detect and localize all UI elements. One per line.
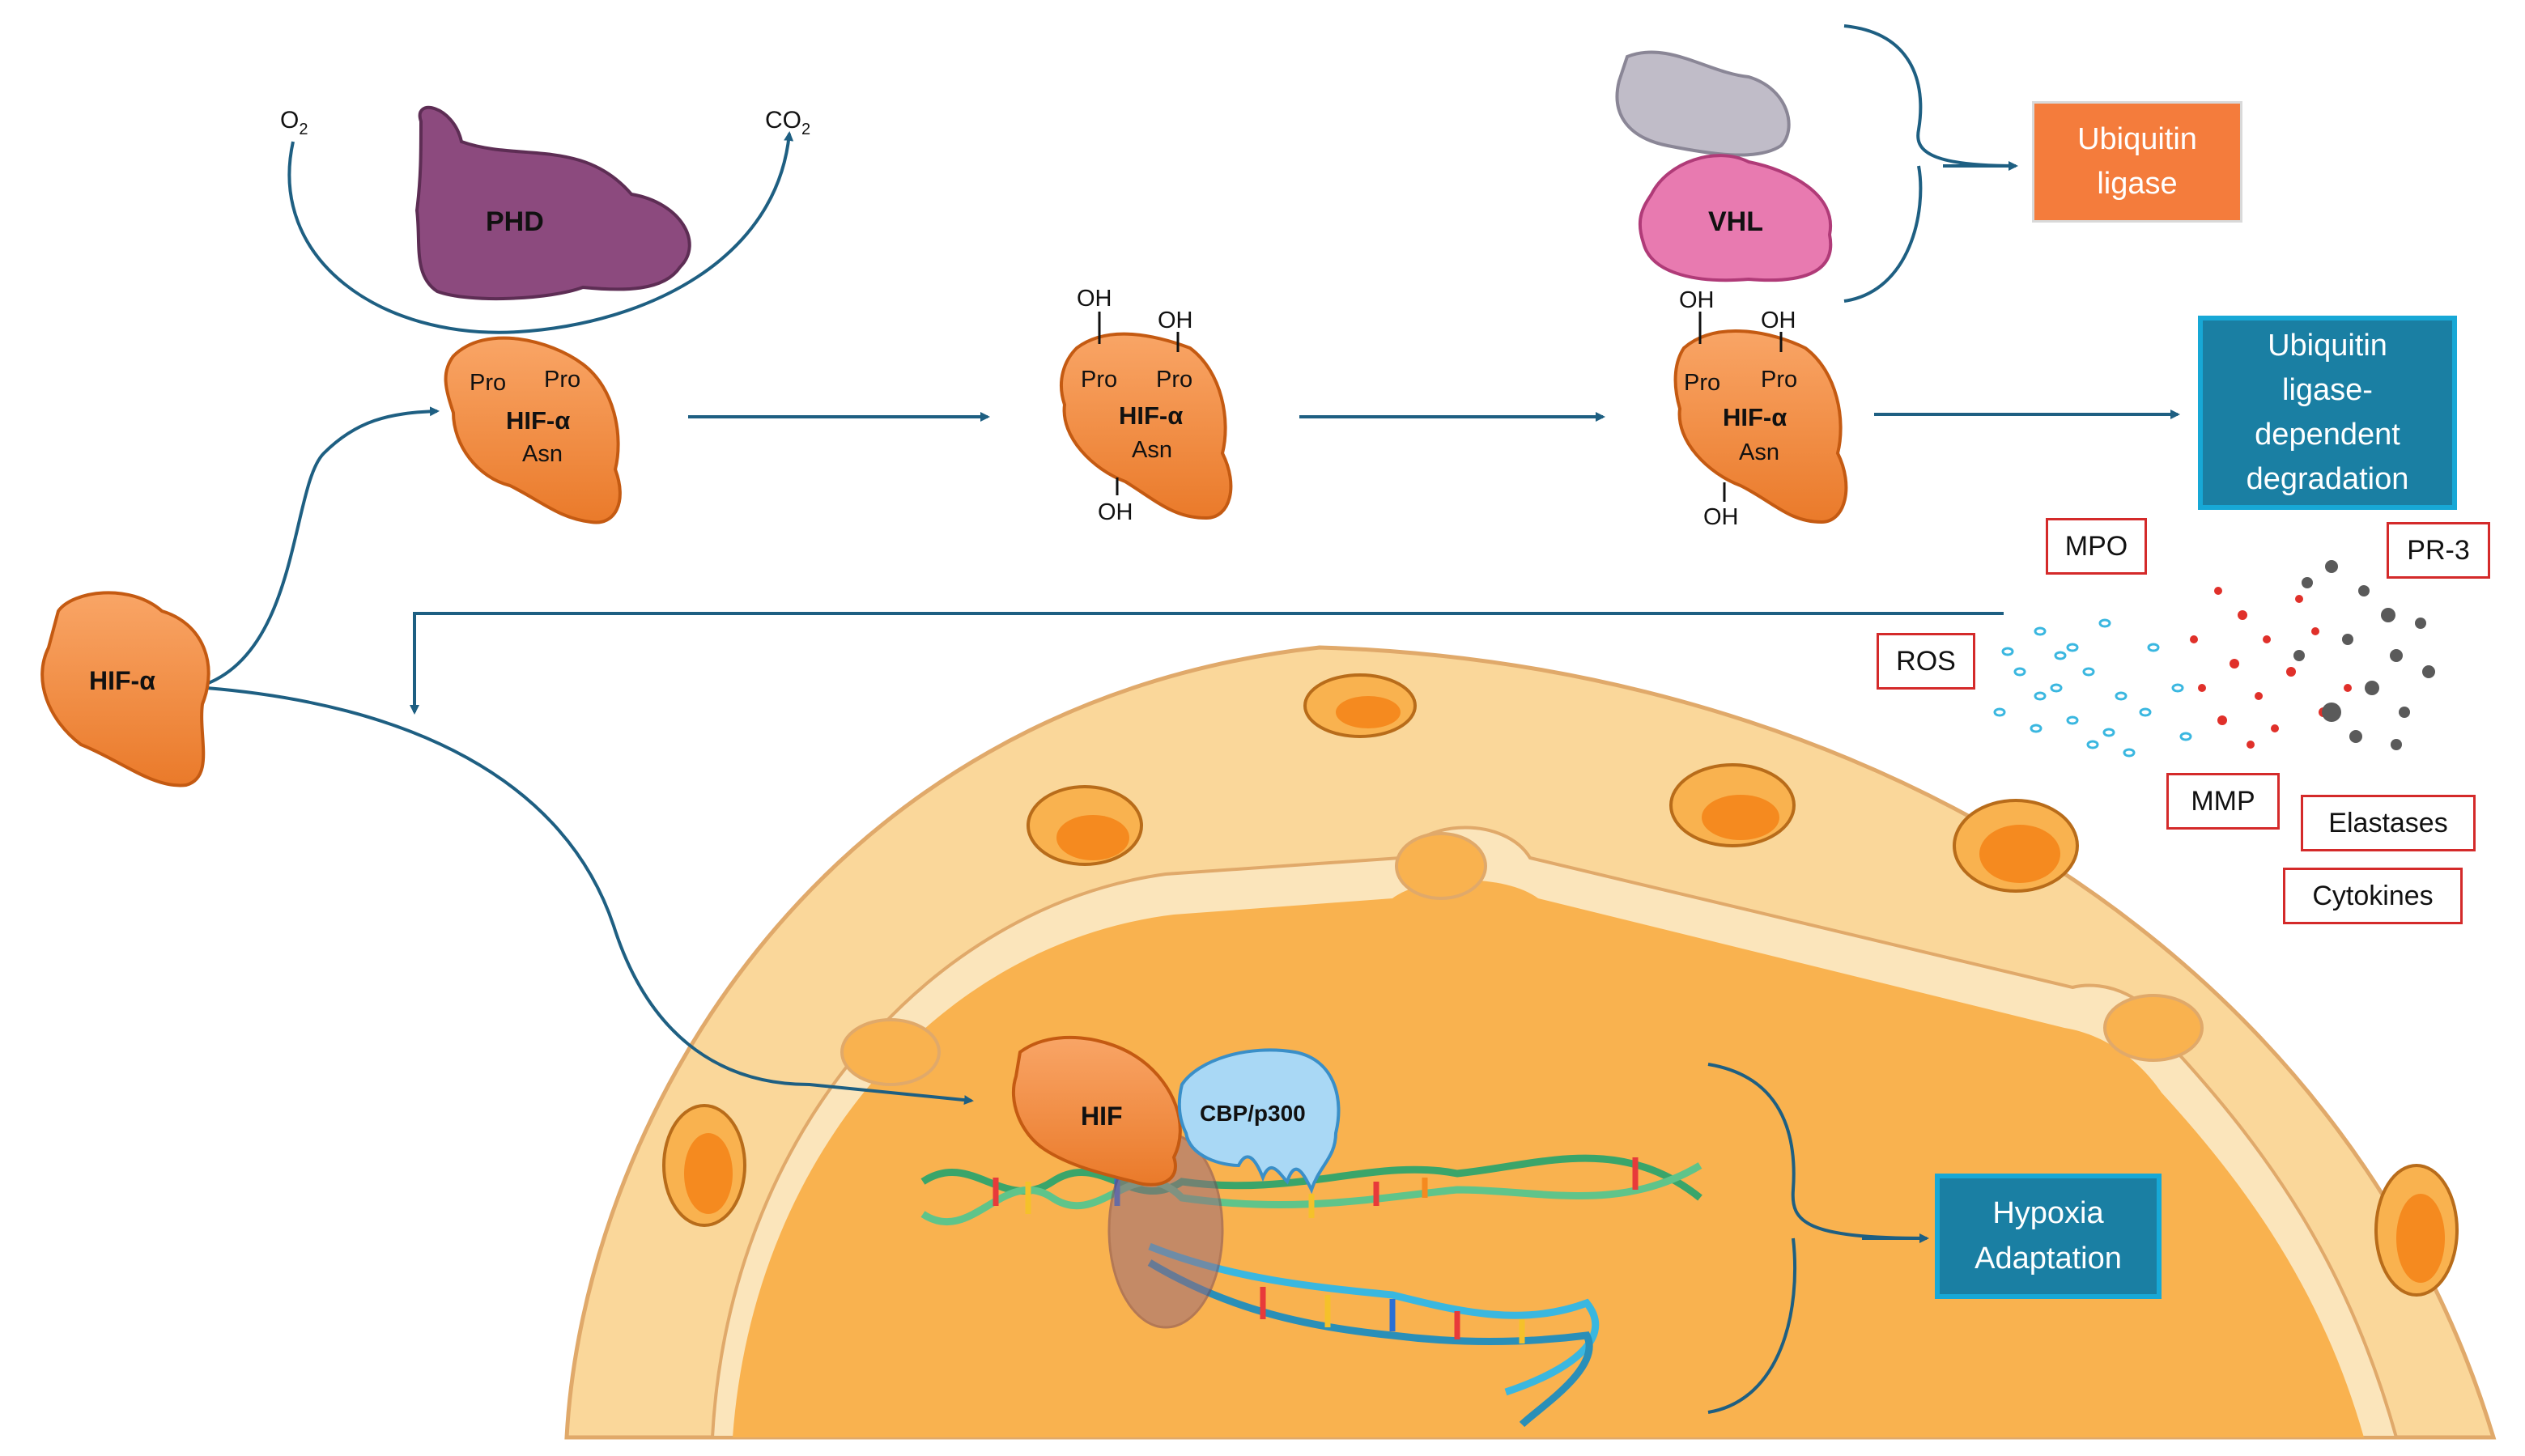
asn-label: Asn bbox=[522, 441, 563, 467]
hif-alpha-free: HIF-α bbox=[40, 591, 210, 787]
mmp-label: MMP bbox=[2191, 785, 2255, 817]
mpo-label-box: MPO bbox=[2046, 518, 2147, 575]
pathway-arrows bbox=[206, 24, 2180, 1414]
elastases-label-box: Elastases bbox=[2301, 795, 2476, 851]
pro-label: Pro bbox=[470, 370, 506, 396]
vhl-protein bbox=[1638, 154, 1833, 282]
ros-label-box: ROS bbox=[1877, 633, 1975, 690]
hif-alpha-hydroxylated: OH OH Pro Pro HIF-α Asn OH bbox=[1060, 286, 1233, 525]
pro-label: Pro bbox=[1761, 367, 1797, 393]
hypoxia-adaptation-label: Hypoxia Adaptation bbox=[1975, 1196, 2122, 1276]
mediator-particles bbox=[1993, 560, 2435, 758]
vhl-label: VHL bbox=[1708, 206, 1763, 237]
cbp-p300-label: CBP/p300 bbox=[1200, 1101, 1306, 1126]
co2-label: CO2 bbox=[765, 107, 810, 138]
nuclear-pores bbox=[840, 832, 2204, 1086]
pro-label: Pro bbox=[1156, 367, 1192, 393]
transcription-complex: HIF CBP/p300 bbox=[1011, 1035, 1341, 1329]
oh-label: OH bbox=[1158, 308, 1193, 333]
asn-label: Asn bbox=[1739, 439, 1779, 465]
hif-nuclear-protein bbox=[1011, 1035, 1182, 1186]
pr3-label: PR-3 bbox=[2407, 534, 2470, 566]
hif-alpha-label: HIF-α bbox=[1723, 403, 1787, 431]
phd-enzyme: PHD bbox=[414, 105, 691, 301]
cosubstrate-labels: O2 CO2 bbox=[280, 107, 810, 138]
bracket-ubiquitin-ligase bbox=[1843, 24, 2017, 303]
oh-label: OH bbox=[1679, 287, 1715, 313]
cbp-p300-protein bbox=[1177, 1048, 1341, 1195]
pr3-label-box: PR-3 bbox=[2387, 522, 2490, 579]
arrow-hif-to-phd-complex bbox=[206, 406, 440, 686]
arrow-mediators-feedback bbox=[410, 612, 2004, 715]
arrow-hif-to-nucleus bbox=[206, 686, 974, 1106]
asn-label: Asn bbox=[1132, 437, 1172, 463]
bracket-hypoxia-adaptation bbox=[1707, 1063, 1928, 1414]
oh-label: OH bbox=[1703, 504, 1739, 530]
pro-label: Pro bbox=[1684, 370, 1720, 396]
pro-label: Pro bbox=[544, 367, 580, 393]
hif-alpha-step-1: Pro Pro HIF-α Asn bbox=[444, 336, 622, 524]
hif-alpha-vhl-bound: OH OH Pro Pro HIF-α Asn OH bbox=[1673, 287, 1848, 530]
elongin-protein bbox=[1615, 50, 1791, 157]
ros-label: ROS bbox=[1896, 645, 1956, 677]
o2-co2-arc bbox=[287, 131, 794, 334]
degradation-label: Ubiquitin ligase-dependent degradation bbox=[2246, 328, 2409, 497]
ubiquitin-ligase-label: Ubiquitin ligase bbox=[2077, 121, 2197, 201]
cytokines-label-box: Cytokines bbox=[2283, 868, 2463, 924]
oh-label: OH bbox=[1098, 499, 1133, 525]
mpo-label: MPO bbox=[2064, 530, 2128, 562]
o2-label: O2 bbox=[280, 107, 308, 138]
degradation-box: Ubiquitin ligase-dependent degradation bbox=[2198, 316, 2457, 510]
vesicles bbox=[662, 673, 2459, 1297]
hypoxia-adaptation-box: Hypoxia Adaptation bbox=[1935, 1174, 2162, 1299]
pro-label: Pro bbox=[1081, 367, 1117, 393]
hif-alpha-label: HIF-α bbox=[1119, 401, 1183, 430]
hif-alpha-label: HIF-α bbox=[506, 406, 570, 435]
vhl-complex: VHL bbox=[1615, 50, 1833, 282]
ubiquitin-ligase-box: Ubiquitin ligase bbox=[2032, 101, 2242, 223]
hif-nuclear-label: HIF bbox=[1081, 1102, 1123, 1131]
oh-label: OH bbox=[1761, 308, 1796, 333]
phd-label: PHD bbox=[486, 206, 544, 237]
elastases-label: Elastases bbox=[2328, 807, 2448, 838]
cell bbox=[564, 645, 2497, 1440]
hif-alpha-free-label: HIF-α bbox=[89, 666, 155, 695]
oh-label: OH bbox=[1077, 286, 1112, 312]
mmp-label-box: MMP bbox=[2166, 773, 2280, 830]
cytokines-label: Cytokines bbox=[2312, 880, 2434, 911]
